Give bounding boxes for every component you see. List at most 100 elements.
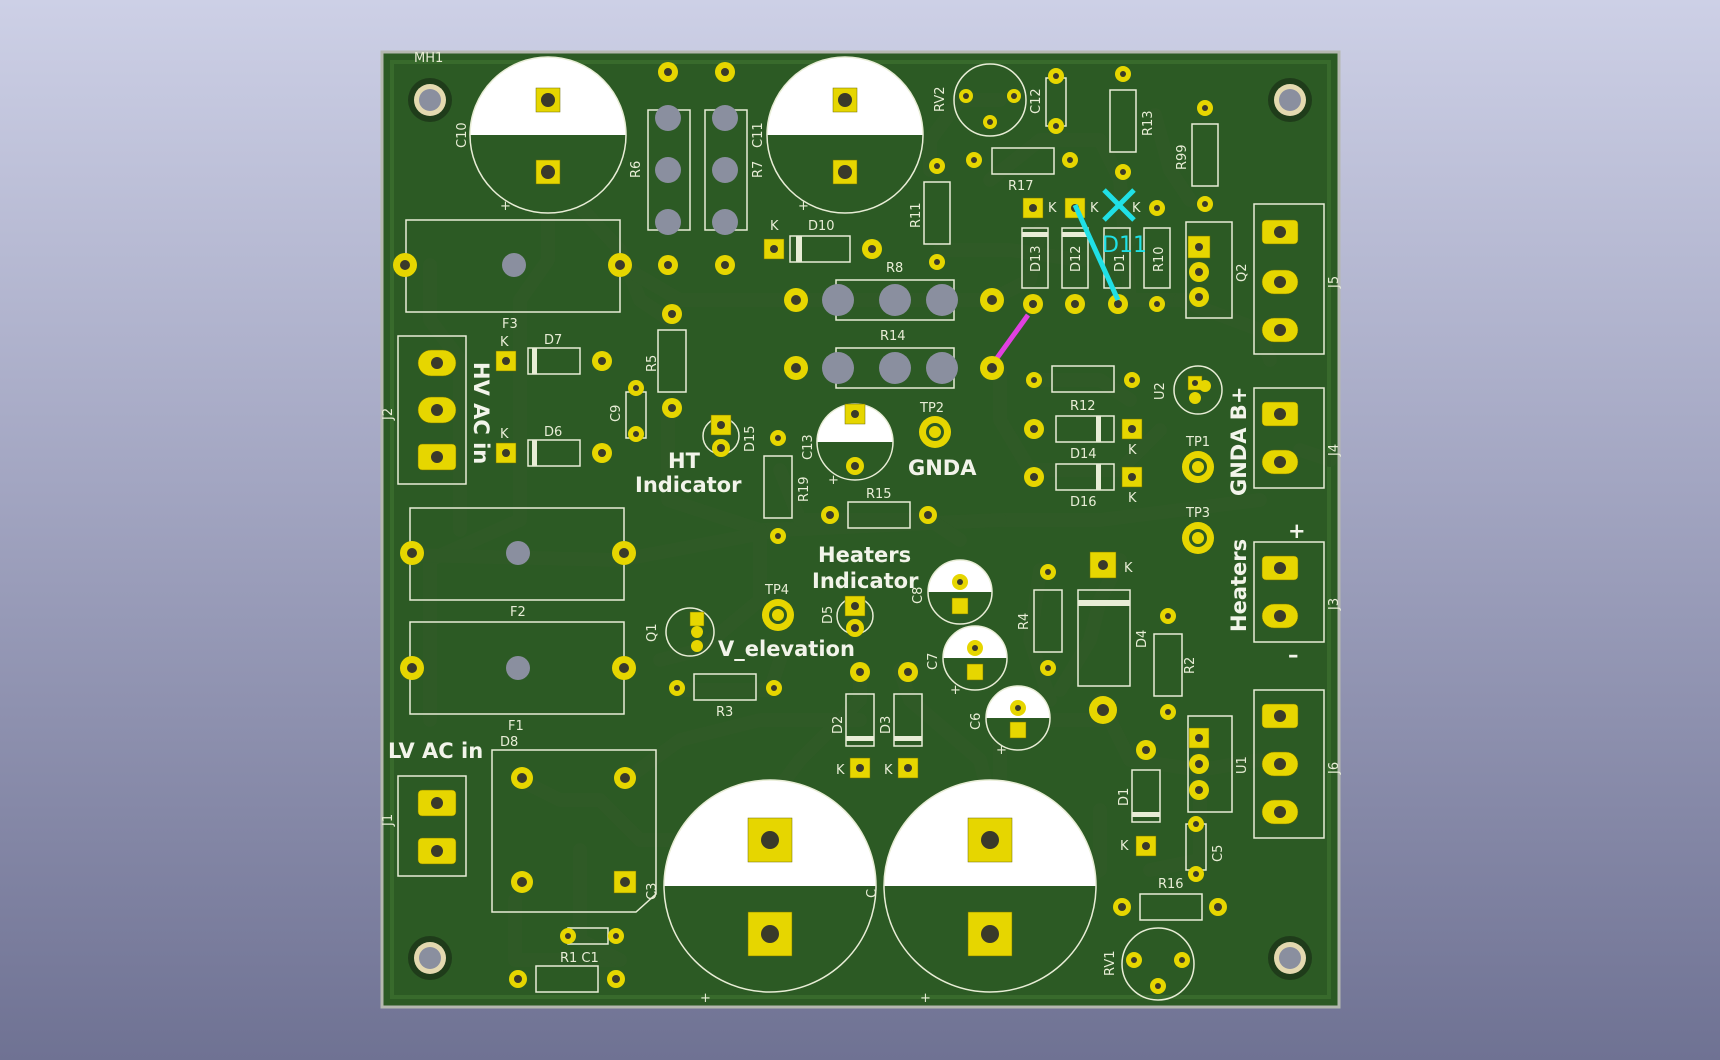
ref-rv1: RV1 <box>1103 951 1118 977</box>
testpoint-tp3[interactable]: TP3 <box>1182 506 1214 554</box>
capacitor-c7[interactable]: + C7 <box>926 625 1008 698</box>
svg-text:+: + <box>996 743 1007 758</box>
ref-rv2: RV2 <box>933 87 948 113</box>
svg-text:+: + <box>920 991 931 1006</box>
ref-f2: F2 <box>510 605 526 620</box>
resistor-r14[interactable]: R14 <box>784 329 1004 389</box>
diode-d2[interactable]: K D2 <box>831 662 875 779</box>
led-d5[interactable]: D5 <box>821 595 874 637</box>
transistor-q1[interactable]: Q1 <box>645 607 715 657</box>
resistor-r4[interactable]: R4 <box>1017 564 1063 676</box>
resistor-r6[interactable]: R6 <box>629 62 691 275</box>
ref-c8: C8 <box>911 587 926 604</box>
diode-d10[interactable]: K D10 <box>763 219 882 263</box>
ref-r8: R8 <box>886 261 903 276</box>
ref-tp4: TP4 <box>764 583 789 598</box>
testpoint-tp2[interactable]: TP2 <box>919 401 951 448</box>
ref-c12: C12 <box>1029 88 1044 114</box>
capacitor-big-right[interactable]: + <box>883 779 1097 1006</box>
fuse-holder-f2[interactable]: F2 <box>400 507 636 620</box>
ref-d15: D15 <box>743 425 758 452</box>
testpoint-tp4[interactable]: TP4 <box>762 583 794 631</box>
fuse-holder-top[interactable] <box>393 219 632 313</box>
connector-j6[interactable]: J6 <box>1253 689 1342 839</box>
resistor-r3[interactable]: R3 <box>669 673 782 720</box>
connector-j2[interactable]: J2 <box>381 335 467 485</box>
capacitor-c13[interactable]: + C13 <box>801 403 894 488</box>
ref-r17: R17 <box>1008 179 1034 194</box>
capacitor-c11[interactable]: + C11 <box>751 56 924 214</box>
regulator-u2[interactable]: U2 <box>1153 365 1223 415</box>
label-v-elevation: V_elevation <box>718 637 855 661</box>
resistor-r15[interactable]: R15 <box>821 487 937 529</box>
resistor-r16[interactable]: R16 <box>1113 877 1227 921</box>
testpoint-tp1[interactable]: TP1 <box>1182 435 1214 483</box>
capacitor-c8[interactable]: C8 <box>911 559 993 625</box>
ref-r99: R99 <box>1175 144 1190 170</box>
ref-r1-c1: R1 C1 <box>560 951 599 966</box>
ref-c5: C5 <box>1211 845 1226 862</box>
ref-q1: Q1 <box>645 623 660 642</box>
diode-d11[interactable]: K D1 <box>1103 201 1141 314</box>
bridge-rectifier-d8[interactable]: D8 C3 <box>491 735 660 913</box>
resistor-r2[interactable]: R2 <box>1153 608 1198 720</box>
ref-d6: D6 <box>544 425 562 440</box>
diode-d13[interactable]: K D13 <box>1021 197 1057 314</box>
resistor-r17[interactable]: R17 <box>966 147 1078 194</box>
fuse-holder-f1[interactable]: F1 <box>400 621 636 734</box>
capacitor-big-left[interactable]: + C <box>663 779 880 1006</box>
resistor-r5[interactable]: R5 <box>645 304 687 418</box>
ref-d1: D1 <box>1117 788 1132 806</box>
ref-mh1: MH1 <box>414 51 443 66</box>
resistor-r12[interactable] <box>1026 365 1140 393</box>
diode-d3[interactable]: K D3 <box>879 662 923 779</box>
label-gnda-bplus: GNDA B+ <box>1227 387 1251 496</box>
ref-r10: R10 <box>1152 246 1167 272</box>
label-lv-ac-in: LV AC in <box>388 739 483 763</box>
ref-u1: U1 <box>1235 756 1250 774</box>
trimmer-rv2[interactable]: RV2 <box>933 63 1027 137</box>
ref-j5: J5 <box>1327 276 1342 289</box>
ref-tp2: TP2 <box>919 401 944 416</box>
capacitor-c6[interactable]: + C6 <box>969 685 1051 758</box>
connector-j4[interactable]: J4 <box>1253 387 1342 489</box>
diode-d7[interactable]: K D7 <box>495 333 612 375</box>
diode-d4[interactable]: K D4 <box>1077 551 1150 724</box>
ref-d13: D13 <box>1029 245 1044 272</box>
resistor-r99[interactable]: R99 <box>1175 100 1219 212</box>
ref-r5: R5 <box>645 355 660 372</box>
resistor-r11[interactable]: R11 <box>909 158 951 270</box>
resistor-r1-c1[interactable]: R1 C1 <box>509 927 625 993</box>
capacitor-c10[interactable]: + C10 <box>455 56 627 214</box>
ref-k: K <box>836 763 845 778</box>
connector-j5[interactable]: J5 <box>1253 203 1342 355</box>
capacitor-c9[interactable]: C9 <box>609 380 647 442</box>
connector-j1[interactable]: J1 <box>381 775 467 877</box>
diode-d1[interactable]: K D1 <box>1117 740 1161 857</box>
ref-r13: R13 <box>1141 110 1156 136</box>
diode-d16[interactable]: D16 K <box>1024 463 1143 510</box>
resistor-r8[interactable]: R8 <box>784 261 1004 321</box>
connector-j3[interactable]: J3 <box>1253 541 1342 643</box>
resistor-r10[interactable]: R10 <box>1143 200 1171 312</box>
resistor-r7[interactable]: R7 <box>704 62 766 275</box>
ref-r14: R14 <box>880 329 906 344</box>
ref-r11: R11 <box>909 202 924 228</box>
diode-d6[interactable]: K D6 <box>495 425 612 467</box>
ref-k: K <box>1120 839 1129 854</box>
d11-highlight-marker[interactable]: D11 <box>1102 188 1147 258</box>
mounting-hole <box>1268 78 1312 122</box>
led-d15[interactable]: D15 <box>702 414 758 457</box>
regulator-u1[interactable]: U1 <box>1187 715 1250 813</box>
ref-d8: D8 <box>500 735 518 750</box>
resistor-r13[interactable]: R13 <box>1109 66 1156 180</box>
capacitor-c5[interactable]: C5 <box>1185 816 1226 882</box>
resistor-r19[interactable]: R19 <box>763 430 812 544</box>
transistor-q2[interactable]: Q2 <box>1185 221 1250 319</box>
diode-d14[interactable]: R12 D14 K <box>1024 399 1143 462</box>
trimmer-rv1[interactable]: RV1 <box>1103 927 1195 1001</box>
capacitor-c12[interactable]: C12 <box>1029 68 1067 134</box>
ref-k: K <box>770 219 779 234</box>
ref-q2: Q2 <box>1235 263 1250 282</box>
